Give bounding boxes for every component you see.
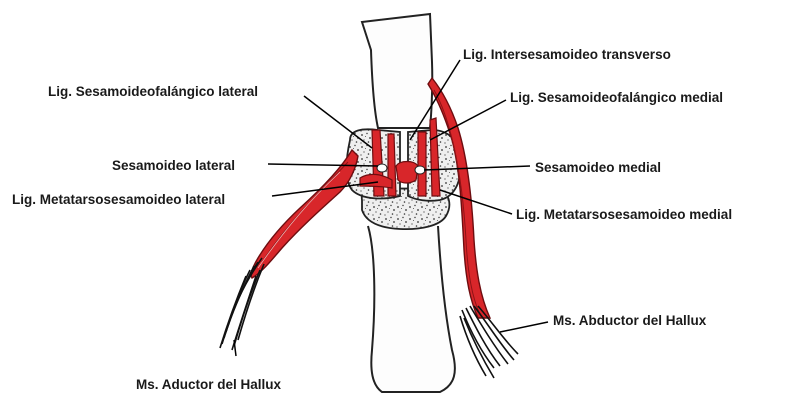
adductor-muscle [251, 150, 358, 278]
label-lig-sesamoideofalangico-lateral: Lig. Sesamoideofalángico lateral [48, 84, 258, 100]
metatarsal-shaft [368, 226, 455, 392]
label-sesamoideo-medial: Sesamoideo medial [535, 160, 661, 176]
label-ms-aductor-del-hallux: Ms. Aductor del Hallux [136, 377, 281, 393]
sesamoid-lateral-oval [377, 164, 387, 172]
label-sesamoideo-lateral: Sesamoideo lateral [112, 158, 235, 174]
label-lig-sesamoideofalangico-medial: Lig. Sesamoideofalángico medial [510, 90, 723, 106]
label-lig-metatarsosesamoideo-medial: Lig. Metatarsosesamoideo medial [516, 207, 732, 223]
label-ms-abductor-del-hallux: Ms. Abductor del Hallux [553, 313, 706, 329]
bone-outline [362, 14, 432, 128]
label-lig-metatarsosesamoideo-lateral: Lig. Metatarsosesamoideo lateral [12, 192, 225, 208]
label-lig-intersesamoideo-transverso: Lig. Intersesamoideo transverso [463, 47, 671, 63]
sesamoid-medial-oval [415, 166, 425, 174]
